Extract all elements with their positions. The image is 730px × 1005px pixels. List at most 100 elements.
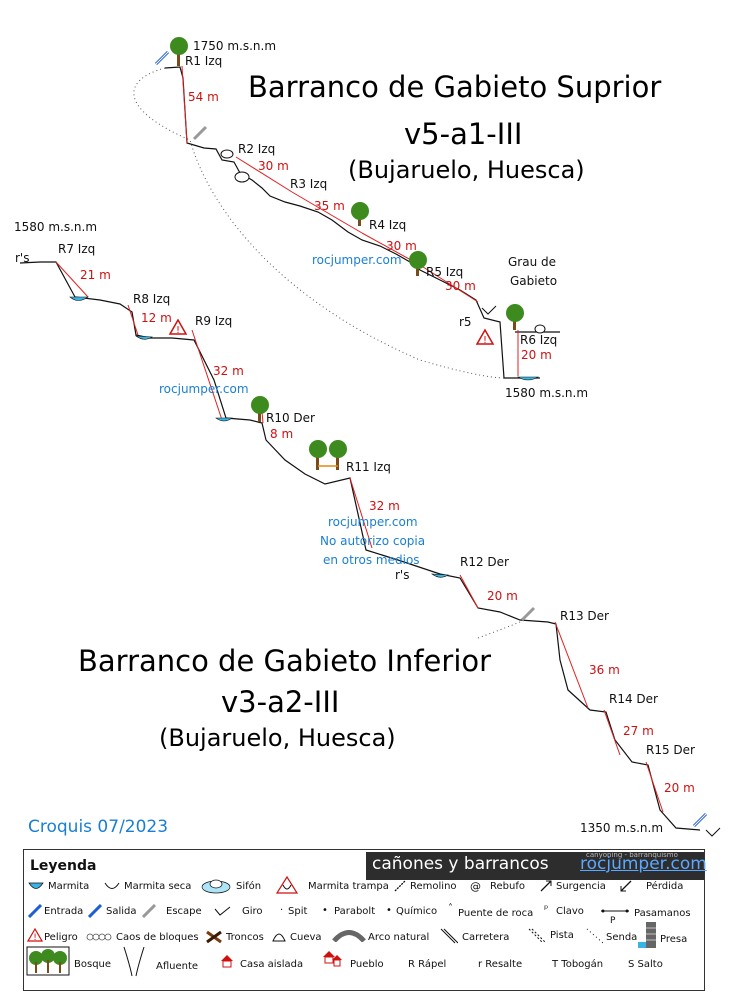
legend-item: Caos de bloques (116, 932, 199, 943)
legend-item: Spit (288, 906, 308, 917)
altitude-label: 1350 m.s.n.m (580, 821, 664, 835)
rappel-label: R6 Izq (520, 333, 558, 347)
legend-item: Escape (166, 906, 202, 917)
canyon-diagram: ! ! (19, 37, 721, 837)
legend-item: Pista (550, 930, 574, 941)
sifon-icon (201, 879, 231, 894)
tree-icon (329, 440, 347, 470)
legend-item: Remolino (410, 881, 457, 892)
legend-item: r Resalte (478, 959, 523, 970)
legend-item: Cueva (290, 932, 322, 943)
rappel-label: R7 Izq (58, 242, 96, 256)
svg-text:!: ! (483, 335, 487, 346)
altitude-label: 1580 m.s.n.m (505, 386, 589, 400)
cueva-icon (272, 933, 286, 942)
pueblo-icon (323, 951, 342, 967)
quimico-icon: • (386, 905, 392, 916)
marmita-trampa-icon (276, 876, 298, 894)
legend-item: Bosque (74, 959, 112, 970)
rappel-height: 8 m (270, 427, 294, 441)
cave-icon (220, 149, 546, 334)
altitude-label: 1580 m.s.n.m (14, 220, 98, 234)
parabolt-icon: • (322, 905, 328, 916)
legend-item: Casa aislada (240, 959, 304, 970)
rappel-height: 30 m (386, 239, 417, 253)
resalte-label: r5 (459, 315, 472, 329)
rope-lines (55, 65, 664, 813)
legend-item: Entrada (44, 906, 84, 917)
resalte-label: r's (15, 251, 30, 265)
spit-icon: · (280, 905, 284, 916)
rappel-height: 20 m (487, 589, 518, 603)
danger-icon: ! (168, 318, 188, 336)
caos-bloques-icon (86, 933, 112, 941)
rappel-height: 32 m (369, 499, 400, 513)
legend-item: Pasamanos (634, 908, 691, 919)
pista-icon (528, 928, 546, 944)
upper-title: Barranco de Gabieto Suprior (248, 70, 662, 104)
troncos-icon (206, 930, 222, 944)
peligro-icon: ! (27, 928, 43, 942)
rappel-label: R14 Der (609, 692, 658, 706)
upper-location: (Bujaruelo, Huesca) (348, 156, 585, 184)
svg-text:!: ! (176, 325, 180, 336)
tree-icon (409, 251, 427, 276)
rappel-height: 35 m (314, 199, 345, 213)
rappel-label: R8 Izq (133, 292, 171, 306)
legend-item: S Salto (628, 959, 663, 970)
rappel-label: R12 Der (460, 555, 509, 569)
escape-arrow-icon (192, 125, 208, 141)
legend-item: Pérdida (646, 881, 684, 892)
salida-icon (88, 904, 102, 918)
entry-arrow-icon (154, 50, 170, 66)
legend-item: Peligro (44, 932, 78, 943)
senda-icon (586, 928, 604, 944)
watermark: rocjumper.com (312, 253, 402, 267)
remolino-icon (394, 880, 406, 892)
presa-icon (638, 922, 656, 948)
rappel-height: 30 m (445, 279, 476, 293)
afluente-icon (123, 946, 145, 977)
rappel-height: 21 m (80, 268, 111, 282)
rappel-height: 20 m (521, 348, 552, 362)
giro-icon (214, 906, 231, 916)
banner-url: rocjumper.com (580, 854, 707, 874)
legend-banner: cañones y barrancos canyoning - barranqu… (366, 851, 707, 880)
rappel-label: R5 Izq (426, 265, 464, 279)
tree-icons (170, 37, 524, 470)
marmita-seca-icon (104, 882, 120, 889)
tree-icon (309, 440, 327, 470)
escape-icon (142, 904, 156, 918)
legend-item: Parabolt (334, 906, 376, 917)
rappel-height: 36 m (589, 663, 620, 677)
legend-item: Surgencia (556, 881, 606, 892)
surgencia-icon (540, 880, 552, 892)
marmita-icon (28, 882, 44, 889)
banner-text: cañones y barrancos (372, 854, 549, 874)
altitude-label: 1750 m.s.n.m (193, 39, 277, 53)
rappel-label: R2 Izq (238, 142, 276, 156)
rappel-label: R9 Izq (195, 314, 233, 328)
copyright-note: en otros medios (323, 553, 420, 567)
resalte-label: r's (395, 568, 410, 582)
grau-label: Gabieto (510, 274, 558, 288)
legend-item: Arco natural (368, 932, 430, 943)
giro-icon (481, 305, 721, 837)
clavo-icon: ᵖ (544, 904, 549, 915)
rappel-height: 12 m (141, 311, 172, 325)
watermark: rocjumper.com (328, 515, 418, 529)
tree-icon (506, 304, 524, 330)
watermark: rocjumper.com (159, 382, 249, 396)
arco-natural-icon (332, 930, 366, 942)
legend-item: T Tobogán (552, 959, 604, 970)
rappel-height: 20 m (664, 781, 695, 795)
rappel-height: 27 m (623, 724, 654, 738)
legend-item: Afluente (156, 961, 199, 972)
legend-box: Leyenda cañones y barrancos canyoning - … (23, 849, 707, 991)
pasamanos-icon (601, 909, 629, 913)
rappel-height: 54 m (188, 90, 219, 104)
rappel-label: R1 Izq (185, 54, 223, 68)
legend-item: Salida (106, 906, 137, 917)
legend-item: Carretera (462, 932, 510, 943)
lower-title: Barranco de Gabieto Inferior (78, 644, 492, 678)
